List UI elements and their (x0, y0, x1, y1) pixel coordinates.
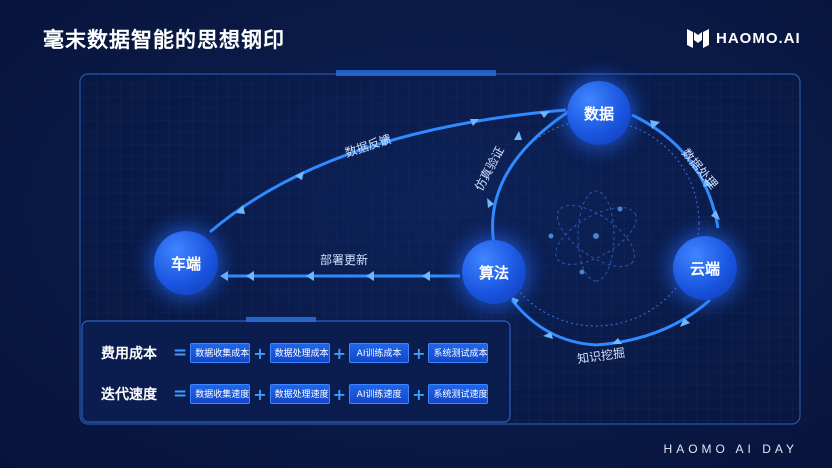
plus-sign: + (332, 343, 347, 363)
plus-sign: + (412, 343, 426, 363)
edge-deploy-label: 部署更新 (320, 253, 369, 267)
arrow-simulate (491, 110, 569, 246)
logo-text: HAOMO.AI (716, 29, 801, 47)
formula-label: 费用成本 (101, 346, 157, 362)
cost-chip: 数据收集成本 (190, 343, 251, 363)
node-algo[interactable]: 算法 (462, 240, 526, 304)
plus-sign: + (332, 384, 347, 404)
plus-sign: + (253, 384, 267, 404)
inner-cycle (492, 119, 700, 327)
formula-panel (81, 317, 511, 423)
equals-sign: = (173, 343, 188, 363)
cycle-arrows (491, 110, 720, 347)
deploy-arrowheads (220, 271, 430, 281)
page-title: 毫末数据智能的思想钢印 (43, 28, 285, 52)
formula-row-speed: 迭代速度 = 数据收集速度 + 数据处理速度 + AI训练速度 + 系统测试速度 (101, 384, 489, 404)
node-data[interactable]: 数据 (567, 81, 631, 145)
arrow-process (631, 113, 720, 229)
speed-chip: 系统测试速度 (428, 384, 489, 404)
haomo-logo-icon (687, 29, 709, 48)
cost-chip: 系统测试成本 (428, 343, 489, 363)
feedback-arrowheads (236, 111, 550, 214)
plus-sign: + (412, 384, 426, 404)
plus-sign: + (253, 343, 267, 363)
cost-chip: AI训练成本 (349, 343, 410, 363)
node-car[interactable]: 车端 (154, 231, 218, 295)
speed-chip: AI训练速度 (349, 384, 410, 404)
arrow-mining (510, 298, 711, 347)
cost-chip: 数据处理成本 (269, 343, 330, 363)
arrow-feedback (209, 108, 567, 234)
speed-chip: 数据处理速度 (269, 384, 330, 404)
formula-row-cost: 费用成本 = 数据收集成本 + 数据处理成本 + AI训练成本 + 系统测试成本 (101, 343, 489, 363)
atom-icon (548, 190, 637, 282)
cycle-arrowheads (487, 120, 720, 344)
formula-label: 迭代速度 (101, 387, 157, 403)
equals-sign: = (173, 384, 188, 404)
speed-chip: 数据收集速度 (190, 384, 251, 404)
brand-logo: HAOMO.AI (686, 25, 801, 51)
footer-brand: HAOMO AI DAY (663, 442, 798, 456)
node-cloud[interactable]: 云端 (673, 236, 737, 300)
